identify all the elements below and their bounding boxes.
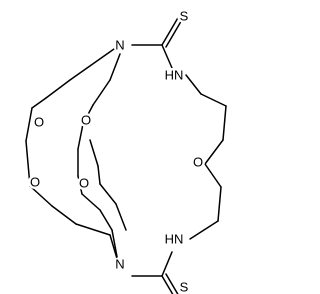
bond [97, 165, 101, 185]
atom-o-left-2: O [30, 175, 40, 190]
bond [222, 105, 227, 141]
bond [69, 48, 115, 81]
bond [161, 275, 174, 294]
atom-o-left-1: O [34, 115, 44, 130]
bond [92, 79, 111, 106]
atom-nh-lower: HN [165, 232, 184, 247]
bond [109, 234, 119, 263]
bond [89, 139, 99, 167]
bond-lines [25, 15, 227, 294]
bond [81, 193, 101, 211]
atom-nh-upper: HN [165, 68, 184, 83]
atom-n-top: N [115, 38, 124, 53]
bond [165, 17, 184, 48]
bond [200, 93, 227, 107]
bond [99, 183, 117, 205]
bond [77, 123, 84, 150]
bond [185, 74, 202, 95]
atom-o-mid-1: O [81, 113, 91, 128]
chemical-structure: S N HN O HN N S O O O O [25, 9, 227, 294]
bond [161, 44, 173, 69]
bond [109, 53, 121, 81]
bond [51, 205, 77, 225]
bond [29, 185, 53, 207]
atom-o-mid-2: O [79, 176, 89, 191]
bond [204, 139, 224, 165]
bond [25, 107, 33, 142]
bond [161, 251, 173, 277]
bond [31, 97, 47, 109]
atom-labels: S N HN O HN N S O O O O [28, 9, 205, 294]
bond [189, 220, 219, 240]
bond [217, 186, 222, 222]
atom-n-bottom: N [115, 257, 124, 272]
atom-o-center: O [193, 155, 203, 170]
bond [161, 15, 180, 46]
bond [204, 163, 222, 188]
atom-s-bottom: S [180, 280, 189, 294]
bond [45, 79, 71, 99]
bond [115, 203, 127, 231]
atom-s-top: S [180, 9, 189, 24]
bond [165, 273, 179, 294]
bond [75, 223, 111, 236]
bond [99, 209, 113, 231]
